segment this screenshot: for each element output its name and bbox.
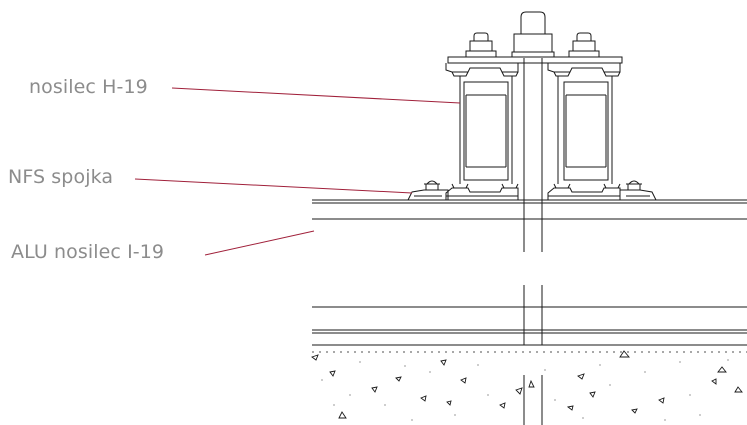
nfs-clamp-right [619,180,657,201]
h19-profile-left [445,63,519,200]
alu-beam-i19 [312,199,747,346]
concrete-base [311,350,747,421]
anchor-rod [511,11,555,425]
leader-nosilec-h19 [171,87,461,104]
leader-lines [134,87,461,256]
label-alu-nosilec-i19: ALU nosilec I-19 [11,241,165,263]
small-bolt-left [465,32,497,58]
small-bolt-right [568,32,600,58]
h19-profile-right [547,63,621,200]
label-nosilec-h19: nosilec H-19 [29,76,148,98]
top-plate [447,56,623,64]
nfs-clamp-left [407,180,449,201]
leader-nfs-spojka [134,178,413,194]
leader-alu-nosilec [204,230,315,256]
label-nfs-spojka: NFS spojka [8,166,114,188]
